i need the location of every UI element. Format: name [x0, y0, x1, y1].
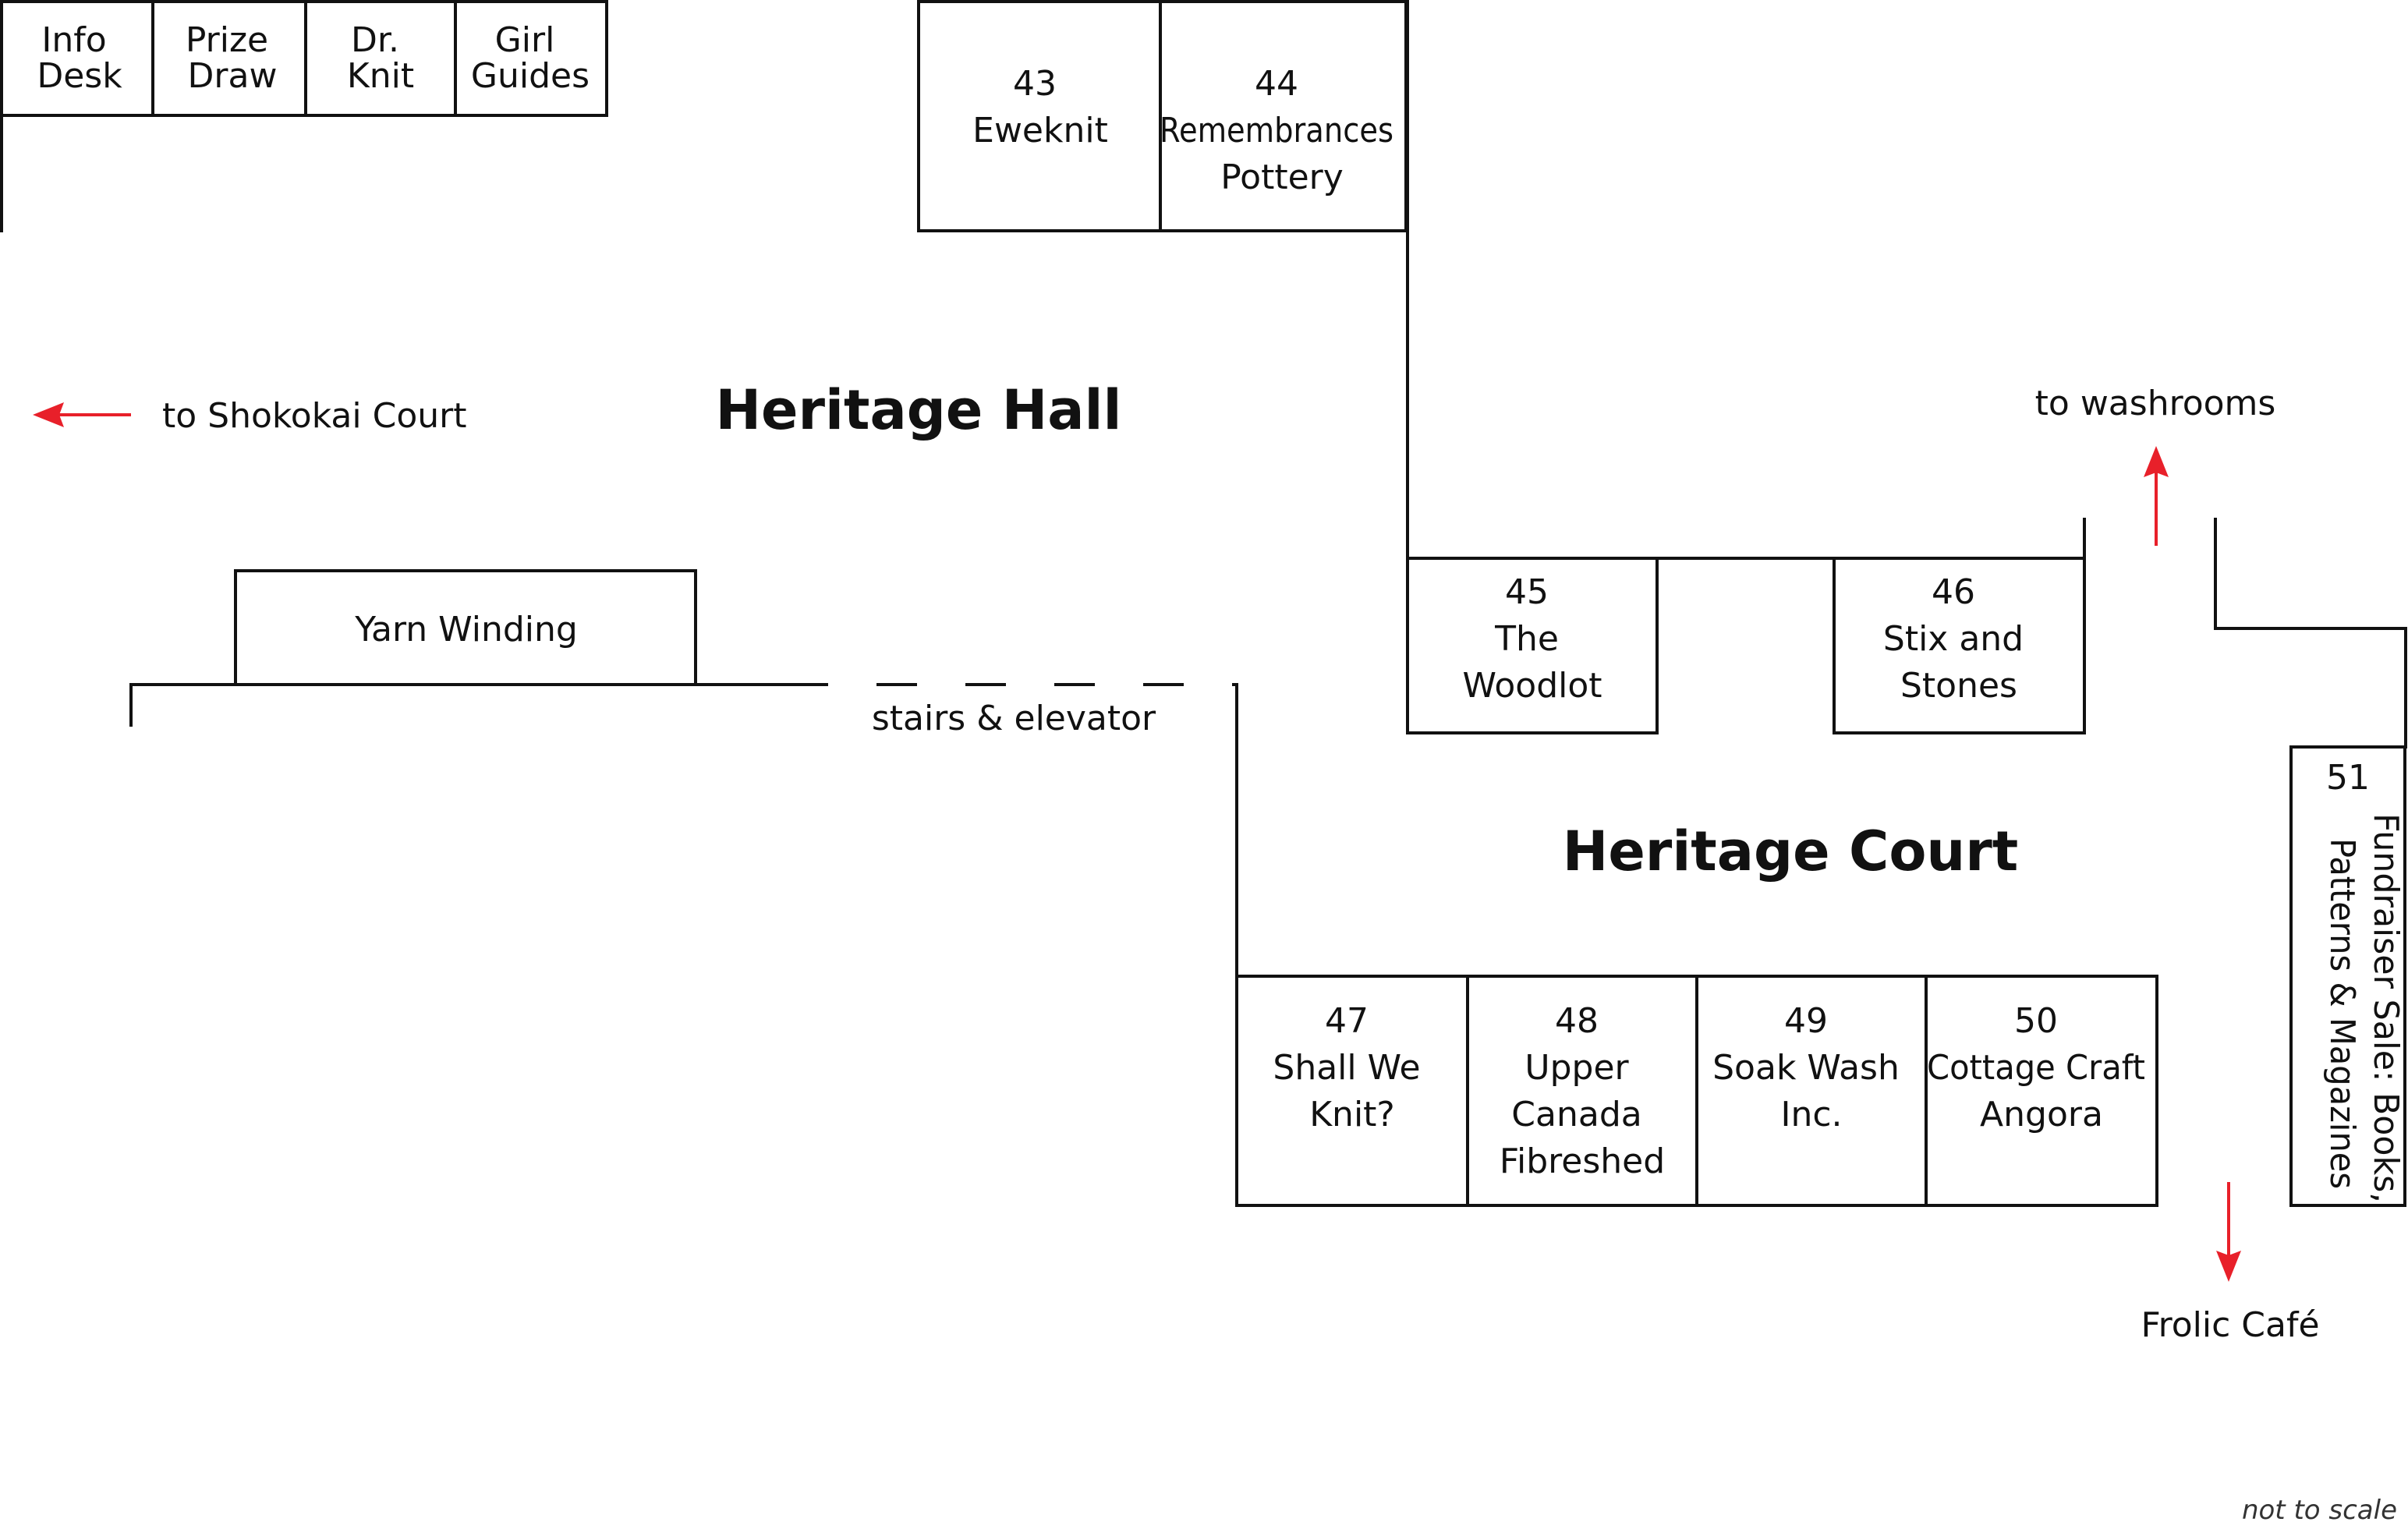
booth-49-label: 49 Soak Wash Inc. [1712, 1001, 1910, 1134]
booth-45[interactable] [1406, 557, 1659, 734]
booth-48[interactable] [1466, 975, 1698, 1207]
booth-45-label: 45 The Woodlot [1462, 572, 1602, 706]
heritage-hall-title: Heritage Hall [715, 378, 1121, 442]
booth-girl-guides[interactable] [454, 0, 608, 117]
booth-50[interactable] [1925, 975, 2158, 1207]
booth-44[interactable] [1159, 0, 1408, 232]
down-arrow-icon [2216, 1251, 2241, 1282]
booths-43-44: 43 Eweknit 44 Remembrances Pottery [917, 0, 1408, 232]
booths-47-50: 47 Shall We Knit? 48 Upper Canada Fibres… [1235, 975, 2158, 1207]
booth-46-label: 46 Stix and Stones [1883, 572, 2034, 706]
heritage-court-title: Heritage Court [1563, 819, 2019, 883]
to-washrooms-label: to washrooms [2035, 384, 2276, 423]
arrow-to-cafe[interactable] [2216, 1182, 2241, 1282]
booth-info-desk-label: Info Desk [37, 20, 122, 96]
booth-girl-guides-label: Girl Guides [471, 20, 590, 96]
arrow-to-shokokai[interactable] [33, 402, 131, 427]
booth-44-label: 44 Remembrances Pottery [1160, 64, 1404, 197]
frolic-cafe-label: Frolic Café [2141, 1305, 2319, 1345]
booth-46[interactable] [1833, 557, 2086, 734]
up-arrow-icon [2144, 446, 2169, 477]
booth-51-label: Fundraiser Sale: Books, Patterns & Magaz… [2322, 813, 2406, 1214]
top-booths: Info Desk Prize Draw Dr. Knit Girl Guide… [0, 0, 608, 117]
court-top-wall [1406, 0, 2086, 560]
yarn-winding-label: Yarn Winding [354, 610, 578, 649]
washroom-corridor-wall [2214, 518, 2407, 749]
arrow-to-washrooms[interactable] [2144, 446, 2169, 546]
mezzanine-wall [129, 683, 788, 727]
booth-50-label: 50 Cottage Craft Angora [1927, 1001, 2156, 1134]
booth-43[interactable] [917, 0, 1162, 232]
booth-51[interactable] [2289, 745, 2406, 1207]
left-arrow-icon [33, 402, 64, 427]
booth-48-label: 48 Upper Canada Fibreshed [1500, 1001, 1665, 1181]
booth-43-label: 43 Eweknit [972, 64, 1108, 150]
to-shokokai-label: to Shokokai Court [162, 396, 466, 436]
booth-dr-knit-label: Dr. Knit [347, 20, 414, 96]
booth-prize-draw[interactable] [151, 0, 307, 117]
booths-45-46: 45 The Woodlot 46 Stix and Stones [1406, 557, 2086, 734]
booth-51-number: 51 [2326, 758, 2370, 798]
booth-47-label: 47 Shall We Knit? [1273, 1001, 1431, 1134]
booth-47[interactable] [1235, 975, 1469, 1207]
booth-info-desk[interactable] [0, 0, 154, 117]
not-to-scale-note: not to scale [2242, 1495, 2397, 1526]
booth-prize-draw-label: Prize Draw [186, 20, 279, 96]
stairs-elevator-label: stairs & elevator [872, 699, 1156, 738]
yarn-winding-station[interactable] [234, 569, 697, 686]
